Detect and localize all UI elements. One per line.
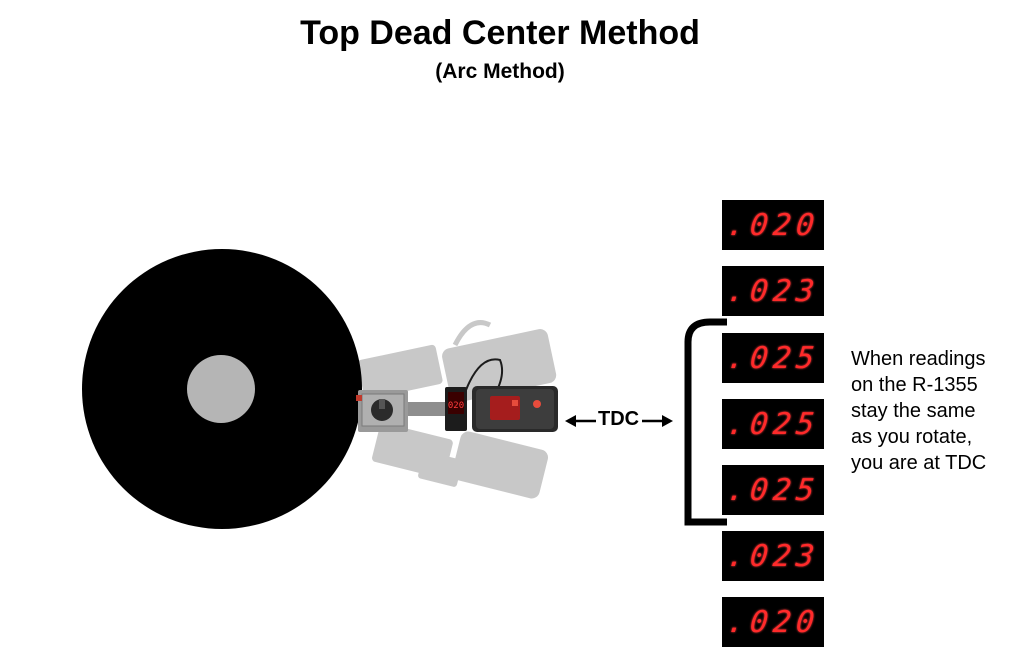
sensor-cable bbox=[465, 358, 504, 391]
tdc-bracket bbox=[684, 318, 727, 526]
note-line: stay the same bbox=[851, 400, 976, 422]
note-line: on the R-1355 bbox=[851, 374, 978, 396]
readout-3: .025 bbox=[722, 333, 824, 383]
ghost-tool-upper bbox=[357, 320, 557, 403]
sensor-display-text: 020 bbox=[448, 401, 464, 411]
tdc-arrows bbox=[565, 415, 673, 427]
readout-6: .023 bbox=[722, 531, 824, 581]
r1355-unit bbox=[472, 386, 558, 432]
magnetic-base bbox=[356, 390, 408, 432]
note-line: you are at TDC bbox=[851, 452, 987, 474]
sensor-unit: 020 bbox=[445, 387, 467, 431]
mount-rod bbox=[408, 402, 448, 416]
tdc-note: When readings on the R-1355 stay the sam… bbox=[851, 346, 1016, 476]
ghost-tool-lower bbox=[372, 422, 549, 499]
readout-7: .020 bbox=[722, 597, 824, 647]
readout-4: .025 bbox=[722, 399, 824, 449]
tdc-label: TDC bbox=[598, 408, 640, 430]
readout-5: .025 bbox=[722, 465, 824, 515]
page-title: Top Dead Center Method bbox=[300, 14, 700, 52]
note-line: When readings bbox=[851, 348, 986, 370]
note-line: as you rotate, bbox=[851, 426, 973, 448]
readout-2: .023 bbox=[722, 266, 824, 316]
readout-1: .020 bbox=[722, 200, 824, 250]
flywheel-hub bbox=[187, 355, 255, 423]
page-subtitle: (Arc Method) bbox=[435, 60, 565, 83]
